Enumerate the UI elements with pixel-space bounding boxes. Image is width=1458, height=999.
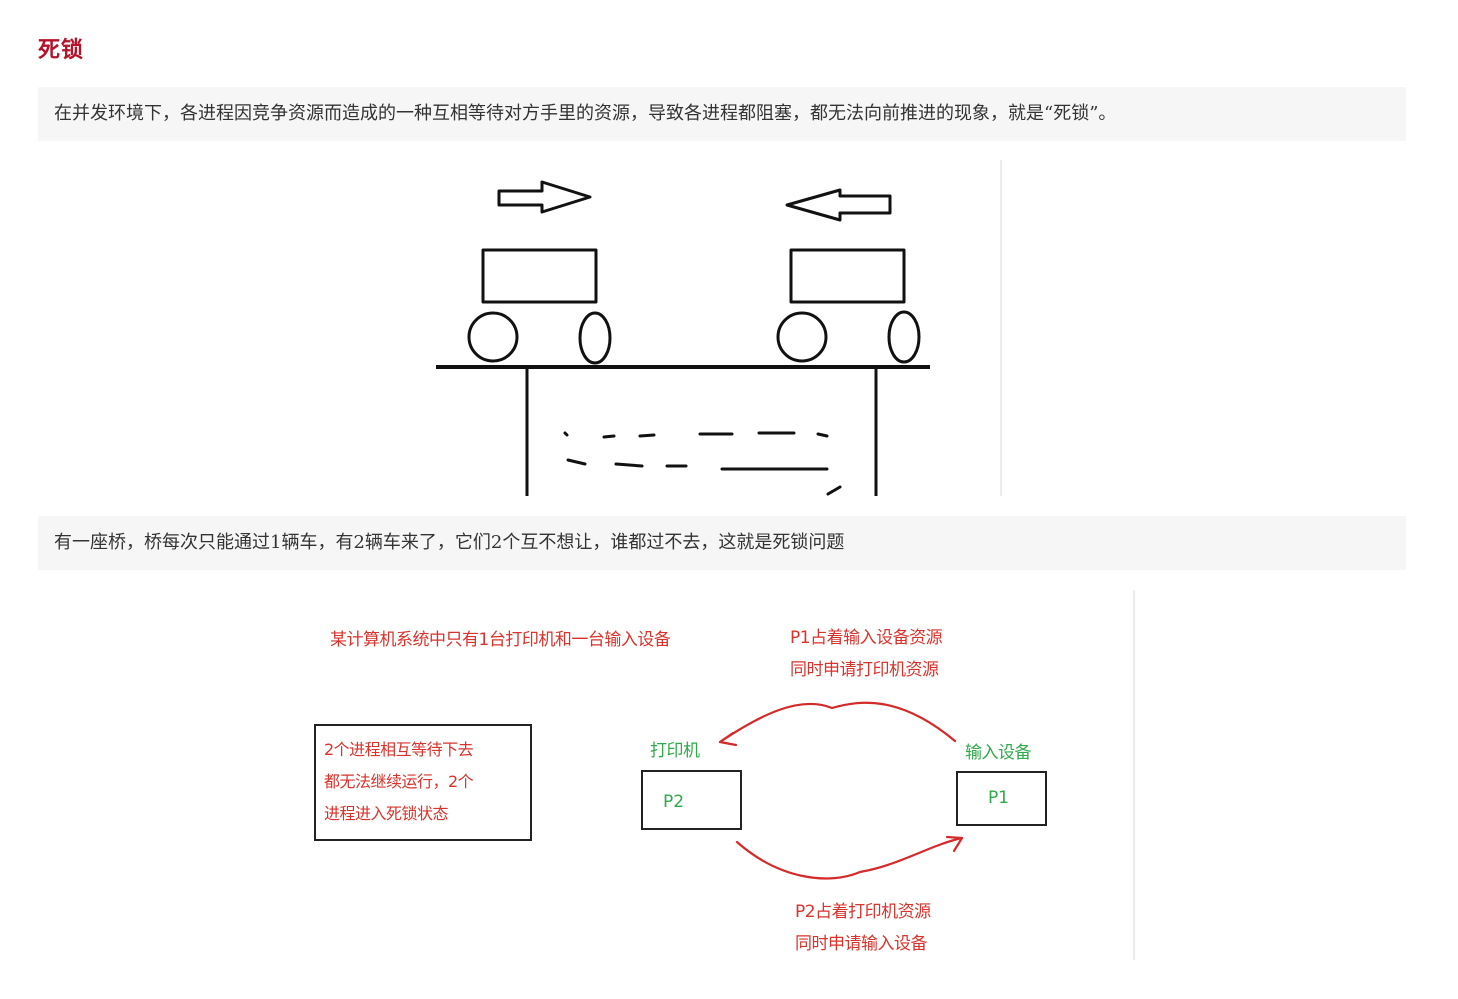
- bridge-caption: 有一座桥，桥每次只能通过1辆车，有2辆车来了，它们2个互不想让，谁都过不去，这就…: [38, 516, 1406, 570]
- p2-label: P2: [663, 792, 685, 812]
- p2-note-line2: 同时申请输入设备: [795, 934, 928, 954]
- left-car-wheel-front: [467, 311, 519, 363]
- bridge-illustration: [436, 180, 930, 496]
- deadlock-definition: 在并发环境下，各进程因竞争资源而造成的一种互相等待对方手里的资源，导致各进程都阻…: [38, 87, 1406, 141]
- p2-request-arc: [735, 836, 964, 880]
- right-arrow-icon: [497, 180, 592, 214]
- p2-arrowhead-icon: [945, 835, 964, 853]
- input-device-label: 输入设备: [965, 743, 1032, 763]
- deadlock-state-box: 2个进程相互等待下去 都无法继续运行，2个 进程进入死锁状态: [314, 724, 532, 841]
- printer-label: 打印机: [650, 741, 700, 761]
- request-arrows: [718, 701, 964, 880]
- river-water: [563, 431, 842, 496]
- right-car-wheel-rear: [887, 310, 921, 364]
- left-arrow-icon: [785, 188, 892, 222]
- section-heading: 死锁: [38, 38, 85, 63]
- p1-request-arc: [718, 701, 957, 744]
- deadlock-box-line3: 进程进入死锁状态: [324, 804, 449, 823]
- deadlock-box-line1: 2个进程相互等待下去: [324, 740, 474, 759]
- p1-note-line2: 同时申请打印机资源: [790, 660, 939, 680]
- process-p1-box: P1: [956, 771, 1047, 826]
- deadlock-box-line2: 都无法继续运行，2个: [324, 772, 474, 791]
- p1-note-line1: P1占着输入设备资源: [790, 628, 943, 648]
- right-car-body: [789, 248, 906, 304]
- process-p2-box: P2: [641, 770, 742, 830]
- p1-arrowhead-icon: [718, 731, 738, 747]
- right-car-wheel-front: [776, 311, 828, 363]
- figure-divider: [1000, 160, 1002, 496]
- p1-label: P1: [988, 788, 1010, 808]
- left-car-wheel-rear: [578, 311, 612, 365]
- figure-divider: [1133, 590, 1135, 960]
- deadlock-diagram: 某计算机系统中只有1台打印机和一台输入设备 P1占着输入设备资源 同时申请打印机…: [0, 585, 1140, 965]
- left-car-body: [481, 248, 598, 304]
- system-note: 某计算机系统中只有1台打印机和一台输入设备: [330, 630, 671, 650]
- p2-note-line1: P2占着打印机资源: [795, 902, 931, 922]
